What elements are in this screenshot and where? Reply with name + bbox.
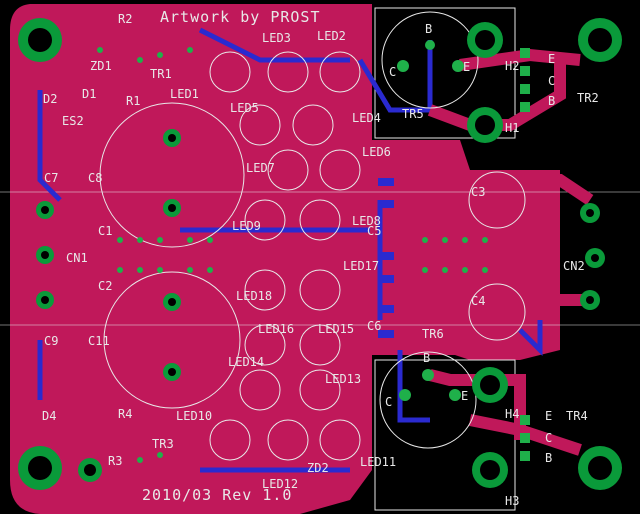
c1-outline <box>99 102 245 248</box>
label-led2: LED2 <box>317 29 346 43</box>
bottom-traces <box>37 27 543 473</box>
c4-outline <box>468 283 526 341</box>
label-c5: C5 <box>367 224 381 238</box>
label-led18: LED18 <box>236 289 272 303</box>
label-c9: C9 <box>44 334 58 348</box>
label-led9: LED9 <box>232 219 261 233</box>
label-d2: D2 <box>43 92 57 106</box>
label-tr5: TR5 <box>402 107 424 121</box>
label-led13: LED13 <box>325 372 361 386</box>
led-outlines <box>209 51 361 461</box>
label-tr5-c: C <box>389 65 396 79</box>
label-tr4-b: B <box>545 451 552 465</box>
label-h1: H1 <box>505 121 519 135</box>
label-c11: C11 <box>88 334 110 348</box>
label-tr2: TR2 <box>577 91 599 105</box>
label-c4: C4 <box>471 294 485 308</box>
label-tr5-b: B <box>425 22 432 36</box>
label-led6: LED6 <box>362 145 391 159</box>
label-cn2: CN2 <box>563 259 585 273</box>
tr6-outline <box>379 351 477 449</box>
label-led10: LED10 <box>176 409 212 423</box>
label-led14: LED14 <box>228 355 264 369</box>
label-tr4-e: E <box>545 409 552 423</box>
label-led17: LED17 <box>343 259 379 273</box>
label-tr2-c: C <box>548 74 555 88</box>
label-zd2: ZD2 <box>307 461 329 475</box>
refdes-labels: R2 ZD1 TR1 R1 LED1 D1 D2 ES2 C7 C8 CN1 C… <box>42 12 599 508</box>
tr5-outline <box>381 11 479 109</box>
label-c7: C7 <box>44 171 58 185</box>
label-tr2-b: B <box>548 94 555 108</box>
label-tr6-c: C <box>385 395 392 409</box>
pads <box>36 40 605 461</box>
label-led1: LED1 <box>170 87 199 101</box>
label-tr6-e: E <box>461 389 468 403</box>
label-c3: C3 <box>471 185 485 199</box>
label-tr2-e: E <box>548 52 555 66</box>
label-d4: D4 <box>42 409 56 423</box>
label-led3: LED3 <box>262 31 291 45</box>
label-tr6-b: B <box>423 351 430 365</box>
label-led15: LED15 <box>318 322 354 336</box>
revision-label: 2010/03 Rev 1.0 <box>142 486 292 504</box>
label-tr5-e: E <box>463 60 470 74</box>
label-r4: R4 <box>118 407 132 421</box>
label-led4: LED4 <box>352 111 381 125</box>
label-r3: R3 <box>108 454 122 468</box>
label-led7: LED7 <box>246 161 275 175</box>
label-c2: C2 <box>98 279 112 293</box>
mounting-holes <box>18 18 622 490</box>
label-es2: ES2 <box>62 114 84 128</box>
label-led5: LED5 <box>230 101 259 115</box>
label-h4: H4 <box>505 407 519 421</box>
label-h3: H3 <box>505 494 519 508</box>
board-title: Artwork by PROST <box>160 8 321 26</box>
label-led8: LED8 <box>352 214 381 228</box>
tr5-heatsink-outline <box>374 7 516 139</box>
label-led12: LED12 <box>262 477 298 491</box>
label-tr1: TR1 <box>150 67 172 81</box>
c2-outline <box>103 271 241 409</box>
label-tr4-c: C <box>545 431 552 445</box>
label-c6: C6 <box>367 319 381 333</box>
copper-pour <box>10 4 560 514</box>
label-h2: H2 <box>505 59 519 73</box>
label-led16: LED16 <box>258 322 294 336</box>
label-zd1: ZD1 <box>90 59 112 73</box>
label-d1: D1 <box>82 87 96 101</box>
label-c8: C8 <box>88 171 102 185</box>
label-tr4: TR4 <box>566 409 588 423</box>
label-c1: C1 <box>98 224 112 238</box>
label-r2: R2 <box>118 12 132 26</box>
label-tr3: TR3 <box>152 437 174 451</box>
label-cn1: CN1 <box>66 251 88 265</box>
label-led11: LED11 <box>360 455 396 469</box>
vias <box>97 47 488 463</box>
c3-outline <box>468 171 526 229</box>
label-r1: R1 <box>126 94 140 108</box>
label-tr6: TR6 <box>422 327 444 341</box>
